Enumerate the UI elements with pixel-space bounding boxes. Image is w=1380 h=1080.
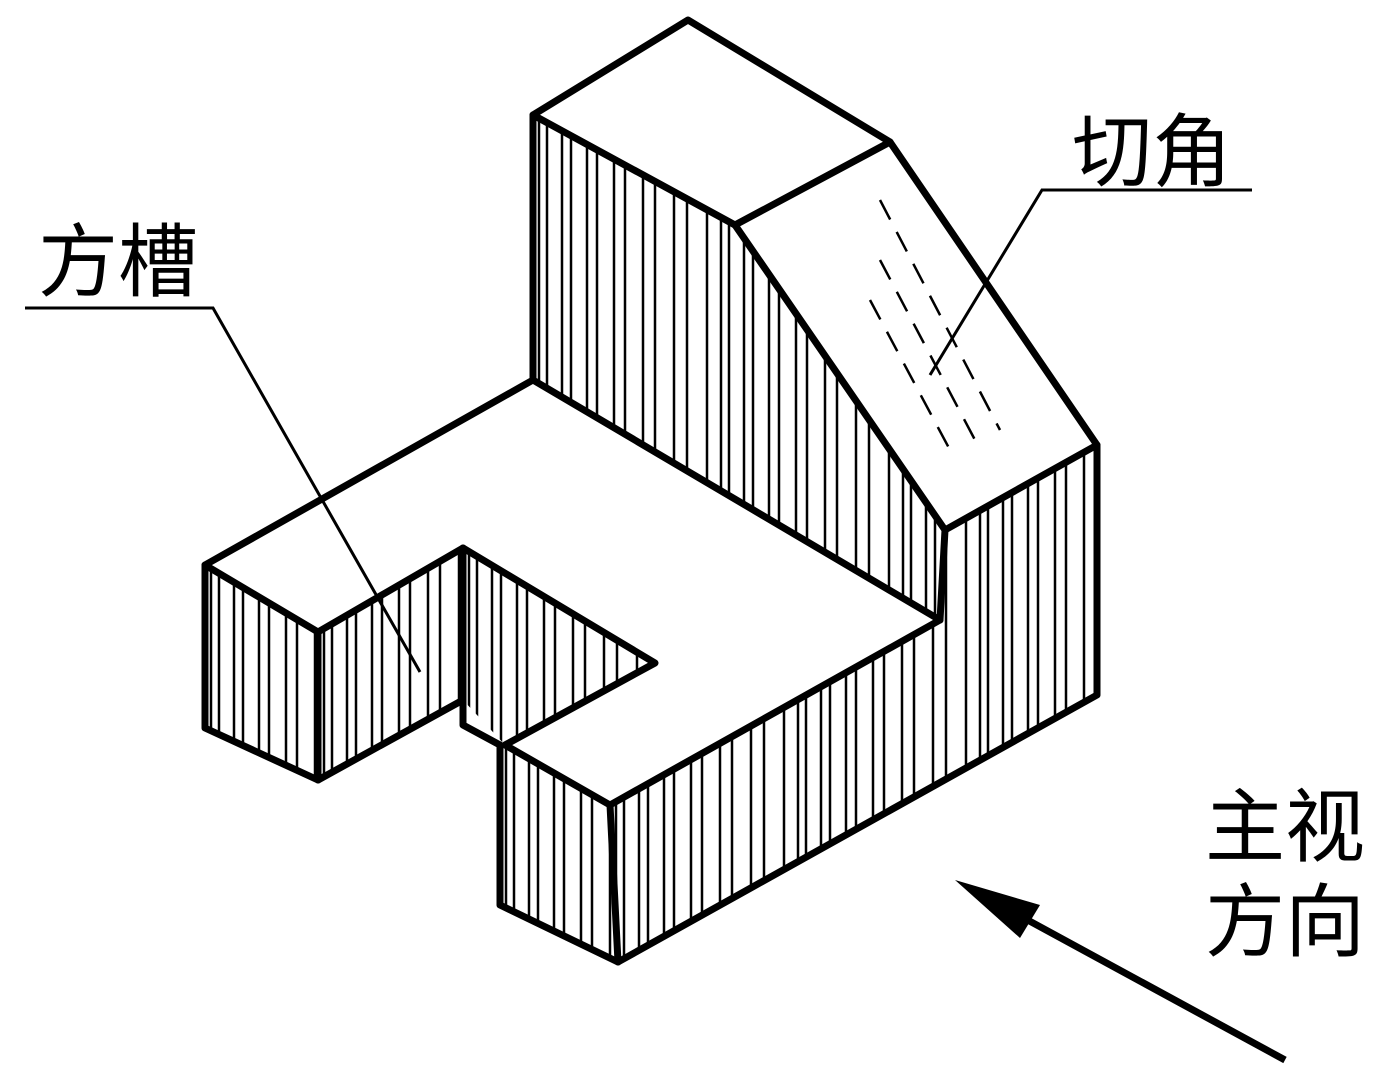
view-direction-arrowhead-icon: [955, 880, 1040, 938]
chamfer-label: 切角: [1072, 106, 1232, 199]
edge: [606, 526, 949, 966]
hidden-lines: [868, 199, 1002, 451]
view-direction-group: 主视 方向: [955, 781, 1365, 1064]
view-direction-label-2: 方向: [1205, 876, 1365, 969]
edge: [314, 544, 659, 809]
chamfer-leader-line: [928, 188, 1252, 376]
view-direction-arrow-shaft: [998, 901, 1287, 1064]
edge: [201, 561, 322, 784]
slot-leader-line: [25, 306, 422, 673]
slot-label-group: 方槽: [25, 216, 422, 673]
slot-label: 方槽: [38, 216, 198, 309]
edge: [529, 376, 944, 624]
hatched-face: [537, 115, 937, 620]
hatched-face: [322, 548, 461, 780]
view-direction-label-1: 主视: [1205, 781, 1365, 874]
edge: [201, 16, 1101, 966]
chamfer-label-group: 切角: [928, 106, 1252, 376]
part-outline: [201, 16, 1101, 966]
